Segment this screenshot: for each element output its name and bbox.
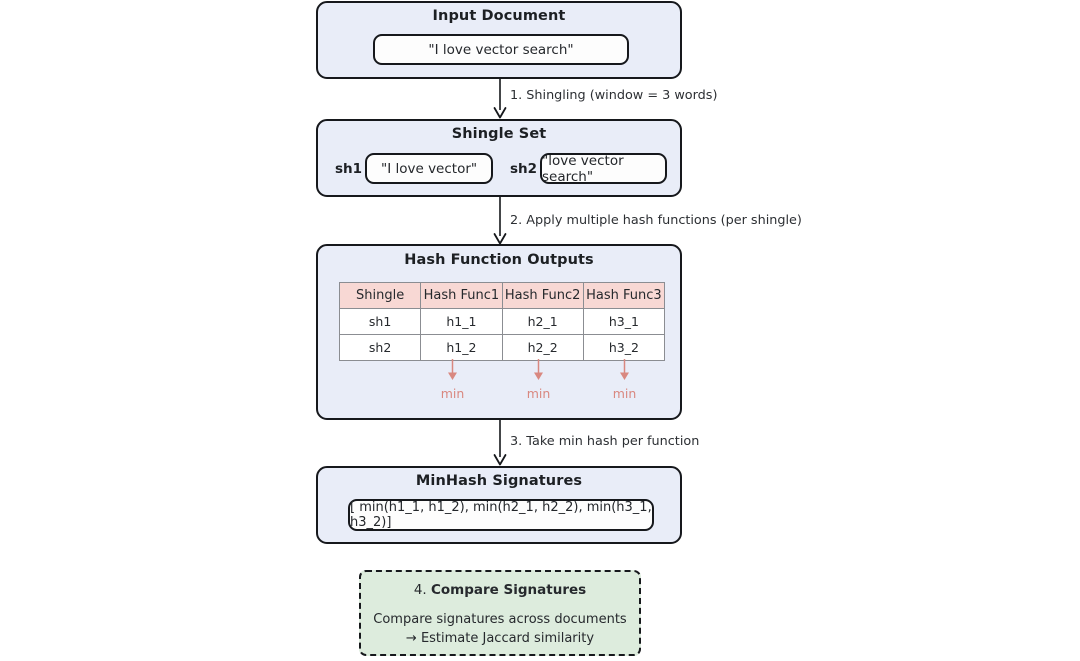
column-header-shingle: Shingle xyxy=(338,282,422,309)
table-header-row: Shingle Hash Func1 Hash Func2 Hash Func3 xyxy=(338,282,666,309)
min-group-func2: min xyxy=(496,359,581,402)
node-hash-function-outputs: Hash Function Outputs Shingle Hash Func1… xyxy=(316,244,682,420)
min-group-func1: min xyxy=(410,359,495,402)
min-label-func2: min xyxy=(526,386,551,401)
node-minhash-signatures: MinHash Signatures [ min(h1_1, h1_2), mi… xyxy=(316,466,682,544)
shingle-item-sh1: sh1 "I love vector" xyxy=(335,153,494,184)
compare-body: Compare signatures across documents → Es… xyxy=(361,611,639,649)
column-header-hash-func2: Hash Func2 xyxy=(501,282,584,309)
node-input-document: Input Document "I love vector search" xyxy=(316,1,682,79)
min-label-func1: min xyxy=(440,386,465,401)
input-document-title: Input Document xyxy=(432,8,566,24)
connector-label-step2: 2. Apply multiple hash functions (per sh… xyxy=(510,213,802,228)
cell-shingle-sh2: sh2 xyxy=(338,334,422,361)
shingle-text-sh2: "love vector search" xyxy=(540,153,667,185)
cell-h1-1: h1_1 xyxy=(420,308,503,335)
cell-h3-1: h3_1 xyxy=(582,308,666,335)
min-arrow-icon xyxy=(620,359,629,380)
compare-step-number: 4. xyxy=(413,582,427,598)
cell-h1-2: h1_2 xyxy=(420,334,503,361)
table-row: sh1 h1_1 h2_1 h3_1 xyxy=(338,308,666,335)
compare-line-2: → Estimate Jaccard similarity xyxy=(405,630,595,646)
compare-title: 4. Compare Signatures xyxy=(361,582,639,598)
hash-outputs-title: Hash Function Outputs xyxy=(404,252,594,268)
shingle-label-sh2: sh2 xyxy=(509,160,537,177)
column-header-hash-func3: Hash Func3 xyxy=(582,282,666,309)
cell-h3-2: h3_2 xyxy=(582,334,666,361)
minhash-signatures-value: [ min(h1_1, h1_2), min(h2_1, h2_2), min(… xyxy=(348,499,654,531)
shingle-row: sh1 "I love vector" sh2 "love vector sea… xyxy=(318,153,684,185)
column-header-hash-func1: Hash Func1 xyxy=(420,282,503,309)
compare-line-1: Compare signatures across documents xyxy=(373,612,627,627)
connector-arrow-2 xyxy=(493,197,507,245)
minhash-signatures-title: MinHash Signatures xyxy=(415,473,583,489)
connector-label-step3: 3. Take min hash per function xyxy=(510,434,700,449)
connector-label-step1: 1. Shingling (window = 3 words) xyxy=(510,88,718,103)
connector-arrow-1 xyxy=(493,79,507,119)
cell-h2-1: h2_1 xyxy=(501,308,584,335)
min-arrow-icon xyxy=(448,359,457,380)
min-label-func3: min xyxy=(612,386,637,401)
compare-title-text: Compare Signatures xyxy=(431,582,587,598)
hash-outputs-table: Shingle Hash Func1 Hash Func2 Hash Func3… xyxy=(338,282,666,361)
node-compare-signatures: 4. Compare Signatures Compare signatures… xyxy=(359,570,641,656)
min-group-func3: min xyxy=(582,359,667,402)
table-row: sh2 h1_2 h2_2 h3_2 xyxy=(338,334,666,361)
node-shingle-set: Shingle Set sh1 "I love vector" sh2 "lov… xyxy=(316,119,682,197)
cell-shingle-sh1: sh1 xyxy=(338,308,422,335)
shingle-item-sh2: sh2 "love vector search" xyxy=(509,153,667,185)
input-document-text: "I love vector search" xyxy=(373,34,629,65)
connector-arrow-3 xyxy=(493,420,507,466)
cell-h2-2: h2_2 xyxy=(501,334,584,361)
shingle-text-sh1: "I love vector" xyxy=(365,153,494,184)
shingle-label-sh1: sh1 xyxy=(335,160,363,177)
shingle-set-title: Shingle Set xyxy=(451,126,547,142)
min-arrow-icon xyxy=(534,359,543,380)
